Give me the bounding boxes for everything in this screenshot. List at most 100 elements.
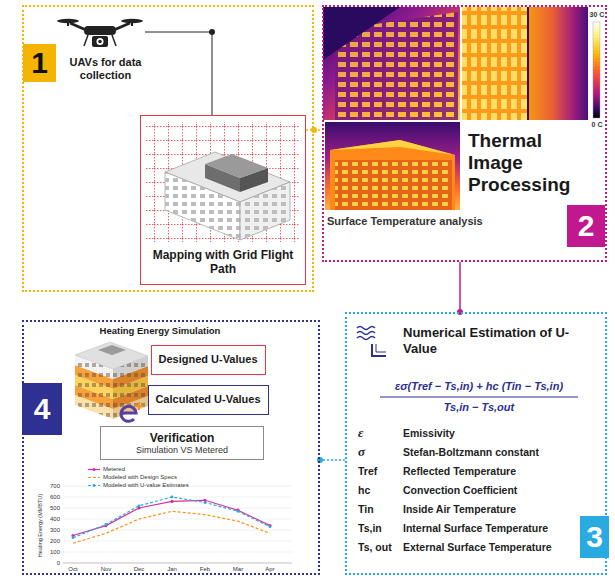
heat-icon <box>357 337 375 340</box>
chart-grid <box>63 486 292 552</box>
chart-grid <box>63 508 292 509</box>
color-scale <box>593 22 600 118</box>
axis-title: Heating Energy (MMBTU) <box>37 483 44 567</box>
metered-marker <box>71 499 271 537</box>
step-title: Thermal Image Processing <box>468 130 580 196</box>
u-value-box: Calculated U-Values <box>148 385 269 415</box>
color-scale <box>593 22 600 118</box>
tick-label: 600 <box>44 494 60 501</box>
month-label: Feb <box>194 566 216 573</box>
connector <box>320 459 345 461</box>
formula-numerator: εσ(Tref − Ts,in) + hc (Tin − Ts,in) <box>356 380 602 393</box>
chart-grid <box>63 541 292 542</box>
step-panel: UAVs for data collection1Mapping with Gr… <box>22 5 314 292</box>
heat-icon <box>372 344 386 356</box>
symbol-definition: Internal Surface Temperature <box>403 522 577 535</box>
symbol-definition: Reflected Temperature <box>403 465 577 478</box>
thermal-image <box>462 7 528 120</box>
leader-line <box>209 29 215 35</box>
box-caption: Mapping with Grid Flight Path <box>150 248 296 277</box>
step-title: Numerical Estimation of U-Value <box>403 325 593 357</box>
mapping-box: Mapping with Grid Flight Path <box>140 115 306 285</box>
month-label: Jan <box>161 566 183 573</box>
step-number-badge: 3 <box>580 516 609 558</box>
heat-icon <box>376 344 386 352</box>
legend-text: Metered <box>103 466 213 473</box>
verification-box: VerificationSimulation VS Metered <box>100 426 264 460</box>
drone-icon <box>98 40 102 44</box>
month-label: Mar <box>227 566 249 573</box>
symbol: σ <box>358 444 400 460</box>
estimate-marker <box>72 496 272 539</box>
step-number: 3 <box>586 522 603 552</box>
legend-sample <box>93 484 96 487</box>
drone-icon <box>121 19 143 23</box>
thermal-image <box>462 7 588 120</box>
step-caption: Surface Temperature analysis <box>327 215 559 228</box>
formula-denominator: Ts,in − Ts,out <box>356 401 602 414</box>
legend-sample <box>88 468 100 487</box>
u-value-box: Designed U-Values <box>151 345 266 375</box>
symbol: Ts, out <box>358 541 400 554</box>
building-wireframe <box>165 152 290 240</box>
energyplus-logo <box>121 406 136 421</box>
legend-sample <box>93 468 96 471</box>
estimate-marker <box>204 501 207 504</box>
energyplus-logo <box>135 402 143 410</box>
estimate-marker <box>269 525 272 528</box>
thermal-image <box>528 7 588 120</box>
chart-grid <box>63 552 292 553</box>
tick-label: 300 <box>44 527 60 534</box>
legend-sample <box>88 477 100 478</box>
step-number: 4 <box>34 394 51 424</box>
box-subtitle: Simulation VS Metered <box>136 445 228 456</box>
connector-dot <box>317 457 323 463</box>
thermal-image <box>325 122 460 210</box>
thermal-image <box>330 140 455 210</box>
building-model <box>75 342 148 419</box>
symbol-definition: Convection Coefficient <box>403 484 577 497</box>
drone-icon <box>57 19 79 23</box>
legend-sample <box>88 469 100 470</box>
drone-icon <box>92 36 108 47</box>
metered-marker <box>104 524 107 527</box>
building-wireframe <box>205 154 268 178</box>
step-panel: Heating Energy Simulation 4 Designed U-Val… <box>22 320 320 575</box>
connector-dot <box>311 127 317 133</box>
step-panel: Numerical Estimation of U-Value εσ(Tref −… <box>345 312 607 575</box>
symbol: ε <box>358 425 400 441</box>
estimate-line <box>73 497 270 538</box>
fraction-bar <box>380 396 578 397</box>
symbol: Tref <box>358 465 400 478</box>
step-panel: Thermal Image ProcessingSurface Temperat… <box>322 5 607 262</box>
heat-icon <box>357 327 386 357</box>
heat-icon <box>357 327 375 330</box>
step-title: Heating Energy Simulation <box>80 325 240 336</box>
building-model <box>75 342 148 369</box>
thermal-image <box>462 7 588 120</box>
symbol: hc <box>358 484 400 497</box>
step-number: 2 <box>578 211 595 241</box>
thermal-image <box>335 160 452 210</box>
drone-icon <box>112 35 116 46</box>
building-model <box>98 345 126 355</box>
leader-line <box>145 32 212 115</box>
drone-icon <box>84 26 116 35</box>
thermal-image <box>323 7 400 60</box>
tick-label: 200 <box>44 538 60 545</box>
drone-icon <box>84 35 88 46</box>
legend-sample <box>88 485 100 486</box>
estimate-marker <box>237 510 240 513</box>
heat-icon <box>357 332 375 335</box>
symbol-definition: Emissivity <box>403 427 577 440</box>
drone-icon <box>97 38 104 45</box>
box-label: Calculated U-Values <box>155 393 260 406</box>
metered-line <box>73 500 270 535</box>
symbol-definition: External Surface Temperature <box>403 541 577 554</box>
leader-line <box>145 29 215 115</box>
thermal-image <box>323 7 460 120</box>
step-number: 1 <box>31 48 48 78</box>
scale-label: 30 C <box>588 11 606 19</box>
